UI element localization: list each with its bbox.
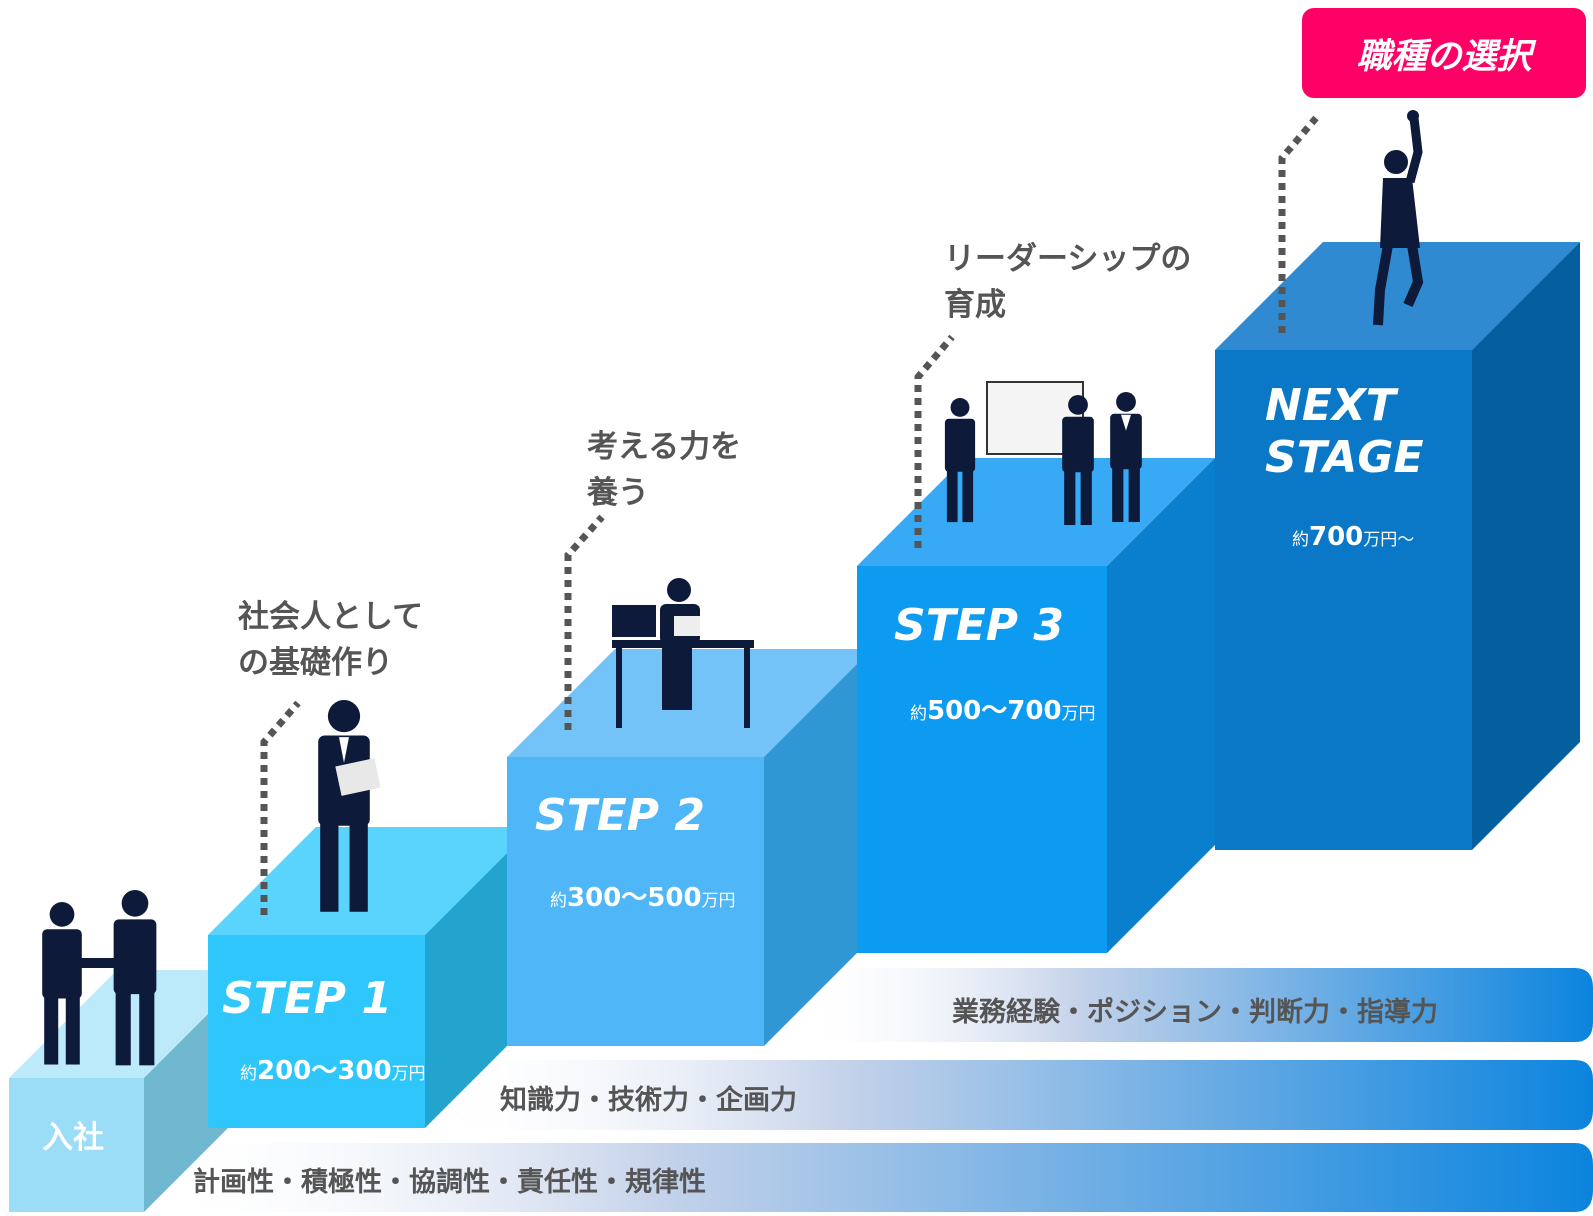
step-3-block-side	[1107, 458, 1215, 953]
next-stage-person-fist	[1407, 110, 1419, 122]
step-1-person	[318, 700, 370, 912]
step-1-paper	[335, 758, 381, 796]
entry-person-left-torso	[42, 929, 82, 999]
step-3-person-right-leg-left	[1112, 463, 1124, 523]
step-3-person-right-torso	[1110, 413, 1142, 470]
step-3-person-center-torso	[1062, 416, 1094, 473]
step-1-person-shirt	[339, 737, 349, 763]
entry-block-front	[9, 1078, 144, 1212]
step-1-title: STEP 1	[222, 973, 392, 1024]
next-stage-salary: 約700万円〜	[1292, 522, 1415, 552]
step-2-block-side	[764, 649, 872, 1046]
step-1-leader	[260, 700, 301, 915]
step-3-person-right	[1110, 392, 1142, 523]
next-stage-person	[1373, 110, 1424, 326]
skill-band-3	[795, 968, 1593, 1042]
step-3-caption: リーダーシップの 育成	[944, 241, 1192, 323]
step-3-person-right-shirt	[1121, 414, 1131, 431]
step-2-caption: 考える力を 養う	[587, 429, 742, 511]
step-2-monitor	[612, 605, 656, 637]
step-2-desk-scene	[612, 578, 754, 728]
step-3-person-left-head	[950, 398, 970, 417]
entry-person-right-leg-left	[115, 987, 131, 1066]
entry-person-right-torso	[113, 919, 157, 995]
step-3-person-right-leg-right	[1128, 463, 1140, 523]
step-2-desk-leg-right	[744, 648, 750, 728]
step-3-person-center-head	[1068, 395, 1088, 415]
skill-band-1-label: 計画性・積極性・協調性・責任性・規律性	[193, 1167, 706, 1198]
next-stage-person-leg-left	[1373, 244, 1393, 326]
skill-band-3-label: 業務経験・ポジション・判断力・指導力	[952, 997, 1438, 1028]
step-1-block-top	[208, 827, 533, 935]
step-2-person-head	[667, 578, 691, 602]
step-2-chair	[662, 648, 692, 710]
step-2-block-front	[507, 757, 764, 1046]
skill-band-1	[150, 1143, 1593, 1212]
next-stage-leader	[1278, 115, 1319, 333]
entry-person-right-leg-right	[139, 987, 155, 1066]
step-3-leader	[914, 334, 955, 548]
entry-label: 入社	[42, 1120, 104, 1156]
step-2-leader	[564, 514, 605, 730]
next-stage-block	[1215, 242, 1580, 850]
step-3-person-left-torso	[944, 418, 976, 472]
skill-band-2	[430, 1060, 1593, 1130]
entry-person-right	[113, 890, 157, 1066]
step-3-block	[857, 458, 1215, 953]
step-1-caption: 社会人として の基礎作り	[238, 599, 424, 681]
entry-person-left-head	[49, 902, 75, 927]
entry-person-left-leg-left	[44, 991, 59, 1065]
step-1-block-side	[425, 827, 533, 1128]
step-2-block	[507, 649, 872, 1046]
next-stage-block-side	[1472, 242, 1580, 850]
next-stage-person-arm	[1405, 117, 1423, 184]
step-1-salary: 約200〜300万円	[240, 1056, 426, 1086]
step-3-salary: 約500〜700万円	[910, 696, 1096, 726]
step-3-person-right-head	[1116, 392, 1136, 412]
step-2-salary: 約300〜500万円	[550, 883, 736, 913]
next-stage-block-front	[1215, 350, 1472, 850]
step-3-block-front	[857, 566, 1107, 953]
step-3-person-left-leg-right	[962, 466, 974, 523]
handshake	[75, 958, 125, 968]
step-3-person-center-leg-left	[1064, 466, 1076, 526]
next-stage-block-top	[1215, 242, 1580, 350]
step-2-desk-leg-left	[616, 648, 622, 728]
entry-person-right-head	[121, 890, 149, 917]
next-stage-title: NEXT STAGE	[1265, 380, 1424, 483]
job-selection-badge: 職種の選択	[1302, 8, 1586, 98]
step-3-title: STEP 3	[894, 600, 1064, 651]
step-3-person-left-leg-left	[946, 466, 958, 523]
step-2-title: STEP 2	[535, 790, 705, 841]
job-selection-label: 職種の選択	[1356, 36, 1532, 77]
step-1-person-leg-left	[320, 817, 339, 912]
next-stage-person-leg-right	[1403, 244, 1424, 307]
step-1-person-leg-right	[349, 817, 368, 912]
skill-band-2-label: 知識力・技術力・企画力	[500, 1085, 797, 1116]
next-stage-person-head	[1384, 150, 1408, 174]
step-2-paper	[674, 616, 700, 636]
entry-person-left	[42, 902, 82, 1065]
step-1-person-head	[327, 700, 361, 733]
step-3-person-left	[944, 398, 976, 523]
next-stage-person-torso	[1380, 178, 1420, 248]
step-1-block	[208, 827, 533, 1128]
step-3-person-center-leg-right	[1080, 466, 1092, 526]
entry-person-left-leg-right	[65, 991, 80, 1065]
step-3-person-center	[1062, 395, 1094, 526]
step-1-block-front	[208, 935, 425, 1128]
step-3-block-top	[857, 458, 1215, 566]
